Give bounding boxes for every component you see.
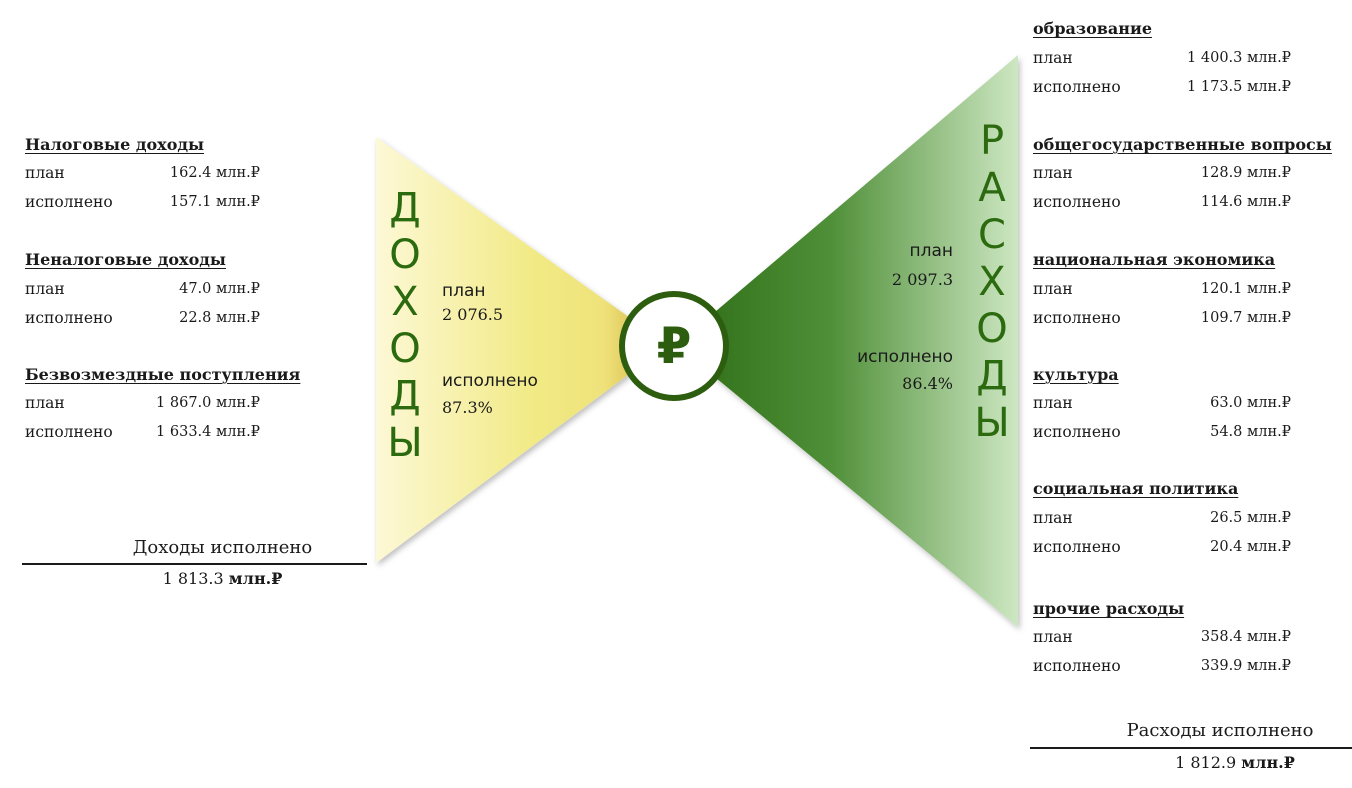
plan-value: 120.1 млн.₽: [1200, 281, 1291, 297]
expense-letter: А: [978, 165, 1006, 211]
done-value: 1 633.4 млн.₽: [156, 424, 260, 440]
plan-value: 162.4 млн.₽: [169, 165, 260, 181]
expense-inner-done-value: 86.4%: [902, 374, 953, 393]
income-total-label: Доходы исполнено: [132, 537, 313, 558]
done-value: 109.7 млн.₽: [1200, 310, 1291, 326]
expense-inner-plan-value: 2 097.3: [891, 270, 953, 289]
done-value: 20.4 млн.₽: [1210, 539, 1291, 555]
plan-value: 1 867.0 млн.₽: [156, 395, 260, 411]
income-inner-plan-value: 2 076.5: [442, 305, 504, 324]
section-title: прочие расходы: [1033, 599, 1185, 618]
expense-letter: Ы: [974, 400, 1010, 446]
done-value: 339.9 млн.₽: [1200, 658, 1291, 674]
expense-inner-plan-label: план: [909, 241, 953, 261]
plan-value: 47.0 млн.₽: [179, 281, 260, 297]
expense-inner-done-label: исполнено: [857, 347, 953, 367]
plan-label: план: [1033, 280, 1073, 298]
income-letter: Д: [389, 185, 421, 231]
expense-letter: Д: [976, 353, 1008, 399]
expense-letter: С: [978, 212, 1006, 258]
plan-value: 26.5 млн.₽: [1210, 510, 1291, 526]
plan-label: план: [25, 280, 65, 298]
section-title: общегосударственные вопросы: [1033, 135, 1332, 154]
plan-label: план: [1033, 628, 1073, 646]
income-total-divider: [22, 563, 367, 565]
done-value: 114.6 млн.₽: [1200, 194, 1291, 210]
done-label: исполнено: [1033, 309, 1121, 327]
expense-total-divider: [1030, 747, 1352, 749]
income-letter: Д: [389, 373, 421, 419]
income-letter: О: [389, 232, 421, 278]
income-triangle: [376, 137, 668, 563]
done-value: 54.8 млн.₽: [1210, 424, 1291, 440]
section-title: национальная экономика: [1033, 250, 1276, 269]
section-title: Безвозмездные поступления: [25, 365, 301, 384]
income-total-value: 1 813.3 млн.₽: [90, 569, 355, 588]
plan-value: 128.9 млн.₽: [1200, 165, 1291, 181]
plan-label: план: [25, 164, 65, 182]
ruble-icon: ₽: [656, 317, 692, 375]
done-value: 22.8 млн.₽: [179, 310, 260, 326]
done-value: 1 173.5 млн.₽: [1187, 79, 1291, 95]
plan-label: план: [25, 394, 65, 412]
expense-total-unit: млн.₽: [1241, 753, 1295, 772]
done-label: исполнено: [25, 193, 113, 211]
expense-letter: Р: [979, 118, 1005, 164]
done-label: исполнено: [1033, 538, 1121, 556]
done-value: 157.1 млн.₽: [169, 194, 260, 210]
expense-vertical-title: Р А С Х О Д Ы: [967, 118, 1017, 447]
done-label: исполнено: [1033, 423, 1121, 441]
income-letter: Ы: [387, 420, 423, 466]
done-label: исполнено: [1033, 193, 1121, 211]
plan-value: 63.0 млн.₽: [1210, 395, 1291, 411]
income-letter: О: [389, 326, 421, 372]
plan-label: план: [1033, 164, 1073, 182]
plan-label: план: [1033, 394, 1073, 412]
expense-total-label: Расходы исполнено: [1126, 720, 1314, 741]
expense-triangle: [676, 55, 1018, 627]
section-title: культура: [1033, 365, 1119, 384]
expense-total-value: 1 812.9 млн.₽: [1120, 753, 1350, 772]
done-label: исполнено: [25, 423, 113, 441]
income-inner-done-label: исполнено: [442, 371, 538, 391]
done-label: исполнено: [25, 309, 113, 327]
plan-label: план: [1033, 49, 1073, 67]
section-title: Налоговые доходы: [25, 135, 205, 154]
plan-value: 358.4 млн.₽: [1200, 629, 1291, 645]
section-title: образование: [1033, 19, 1153, 38]
plan-label: план: [1033, 509, 1073, 527]
income-inner-plan-label: план: [442, 281, 486, 301]
done-label: исполнено: [1033, 657, 1121, 675]
income-total-number: 1 813.3: [162, 569, 224, 588]
income-total-unit: млн.₽: [228, 569, 283, 588]
expense-total-number: 1 812.9: [1175, 753, 1237, 772]
done-label: исполнено: [1033, 78, 1121, 96]
section-title: Неналоговые доходы: [25, 250, 226, 269]
income-inner-done-value: 87.3%: [442, 398, 493, 417]
section-title: социальная политика: [1033, 479, 1239, 498]
plan-value: 1 400.3 млн.₽: [1187, 50, 1291, 66]
income-letter: Х: [391, 279, 419, 325]
income-vertical-title: Д О Х О Д Ы: [380, 185, 430, 467]
expense-letter: Х: [978, 259, 1006, 305]
expense-letter: О: [976, 306, 1008, 352]
